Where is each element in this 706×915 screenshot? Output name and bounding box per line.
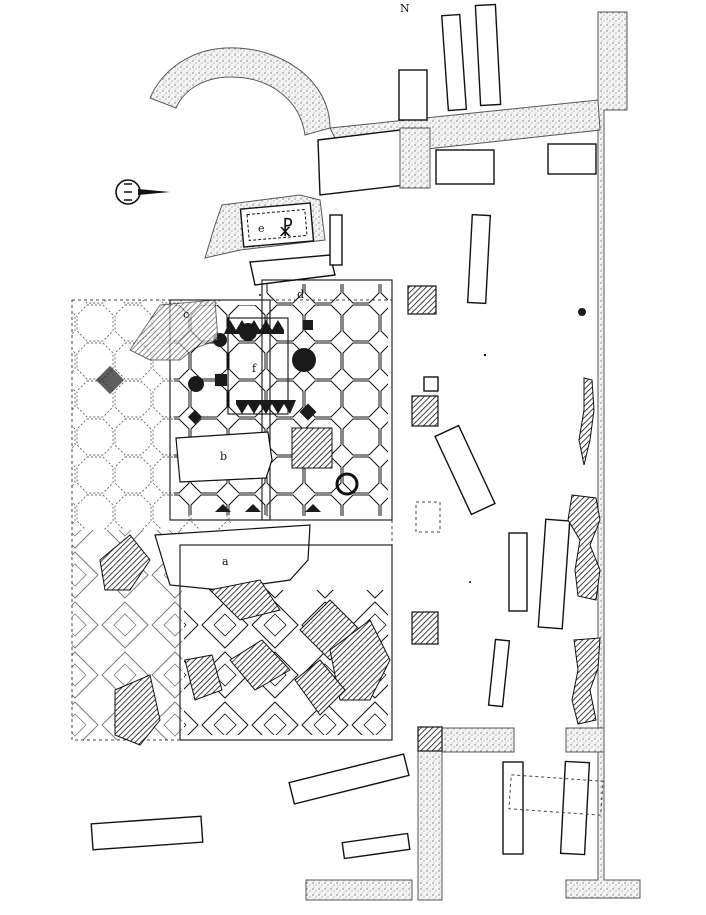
chi-rho-icon: ☧ [278,217,294,241]
label-c: c [183,308,189,321]
label-e: e [258,222,265,235]
east-wall [565,11,641,899]
piers [407,285,443,752]
outer-walls [149,11,641,901]
apse-wall [149,47,331,136]
stone-slabs [90,3,604,860]
mosaic-floor: f c d b a [71,279,393,746]
top-mark: N [400,2,410,15]
east-rubble [567,308,601,725]
label-a: a [222,555,229,568]
stray-marks [259,294,487,583]
south-wall-block-left [305,879,413,901]
north-pier-a [399,127,431,189]
apse-chamber [317,129,406,196]
label-f: f [252,362,257,375]
south-wall-block-right [441,727,515,753]
label-b: b [220,450,227,463]
blank-margin [0,870,280,915]
tomb-e: e ☧ [204,194,343,286]
medallions [187,320,359,496]
label-d: d [297,288,304,301]
south-wall-block-mid [417,727,443,901]
east-bench [565,727,605,753]
lacuna-a [154,524,311,591]
north-arrow-icon [115,179,170,205]
lacuna-b [175,431,273,483]
